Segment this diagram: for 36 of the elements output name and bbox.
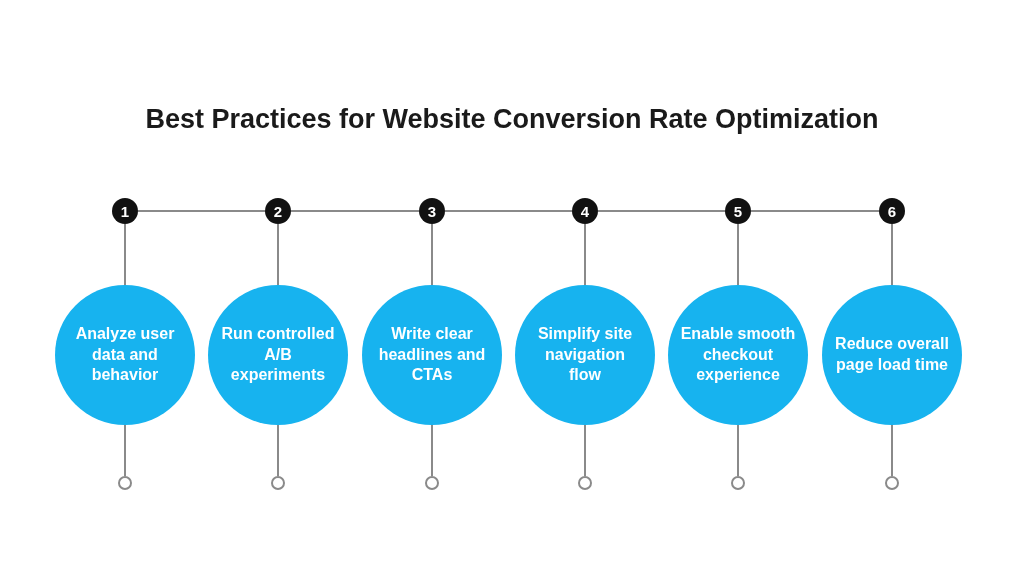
connector-line [444, 210, 573, 212]
step-circle: Analyze user data and behavior [55, 285, 195, 425]
connector-line [277, 223, 279, 286]
connector-line [124, 424, 126, 477]
step-circle: Run controlled A/B experiments [208, 285, 348, 425]
hollow-circle [118, 476, 132, 490]
step-circle: Enable smooth checkout experience [668, 285, 808, 425]
connector-line [290, 210, 420, 212]
connector-line [431, 424, 433, 477]
connector-line [431, 223, 433, 286]
step-number: 5 [725, 198, 751, 224]
step-circle: Write clear headlines and CTAs [362, 285, 502, 425]
title: Best Practices for Website Conversion Rate Optimization [144, 104, 880, 135]
connector-line [737, 223, 739, 286]
hollow-circle [885, 476, 899, 490]
step-circle: Reduce overall page load time [822, 285, 962, 425]
step-circle: Simplify site navigation flow [515, 285, 655, 425]
step-number: 2 [265, 198, 291, 224]
hollow-circle [425, 476, 439, 490]
connector-line [137, 210, 266, 212]
connector-line [124, 223, 126, 286]
step-number: 4 [572, 198, 598, 224]
connector-line [277, 424, 279, 477]
connector-line [737, 424, 739, 477]
connector-line [584, 223, 586, 286]
step-number: 3 [419, 198, 445, 224]
hollow-circle [271, 476, 285, 490]
connector-line [891, 424, 893, 477]
step-number: 6 [879, 198, 905, 224]
step-number: 1 [112, 198, 138, 224]
connector-line [750, 210, 880, 212]
hollow-circle [731, 476, 745, 490]
connector-line [597, 210, 726, 212]
connector-line [891, 223, 893, 286]
connector-line [584, 424, 586, 477]
hollow-circle [578, 476, 592, 490]
